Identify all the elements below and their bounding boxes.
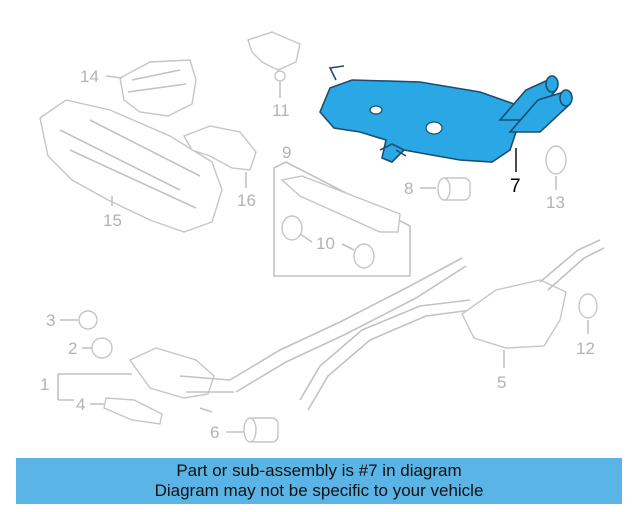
callout-11: 11 [272, 101, 290, 120]
part-14-heat-shield: 14 [80, 59, 197, 117]
part-12-hanger: 12 [576, 293, 598, 358]
callout-2: 2 [68, 339, 77, 358]
callout-16: 16 [237, 191, 256, 210]
part-6-clamp: 6 [210, 417, 279, 443]
callout-8: 8 [404, 179, 413, 198]
part-11-mount-bracket: 11 [247, 31, 301, 120]
callout-5: 5 [497, 373, 506, 392]
callout-6: 6 [210, 423, 219, 442]
part-15-heat-shield: 15 [39, 99, 223, 233]
part-9-crossmember: 9 [273, 143, 411, 277]
part-13-hanger: 13 [545, 145, 567, 212]
callout-12: 12 [576, 339, 595, 358]
part-5-front-pipe-muffler: 5 [229, 239, 605, 411]
part-3-gasket: 3 [46, 310, 98, 330]
info-banner: Part or sub-assembly is #7 in diagram Di… [16, 458, 622, 504]
callout-14: 14 [80, 67, 99, 86]
part-10-hangers: 10 [281, 215, 375, 269]
part-7-rear-muffler: 7 [319, 65, 573, 197]
banner-line-1: Part or sub-assembly is #7 in diagram [176, 461, 462, 480]
part-4-gasket: 4 [76, 395, 163, 425]
callout-3: 3 [46, 311, 55, 330]
callout-10: 10 [316, 234, 335, 253]
banner-line-2: Diagram may not be specific to your vehi… [154, 481, 484, 500]
exhaust-system-diagram: 14 11 15 16 9 10 8 [39, 31, 605, 443]
part-8-clamp: 8 [404, 177, 471, 201]
part-16-heat-shield: 16 [182, 125, 257, 210]
callout-4: 4 [76, 395, 85, 414]
callout-13: 13 [546, 193, 565, 212]
part-2-gasket: 2 [68, 337, 113, 359]
part-1-catalytic-converter: 1 [40, 347, 234, 413]
callout-7: 7 [510, 176, 521, 197]
callout-1: 1 [40, 375, 49, 394]
callout-15: 15 [103, 211, 122, 230]
callout-9: 9 [282, 143, 291, 162]
